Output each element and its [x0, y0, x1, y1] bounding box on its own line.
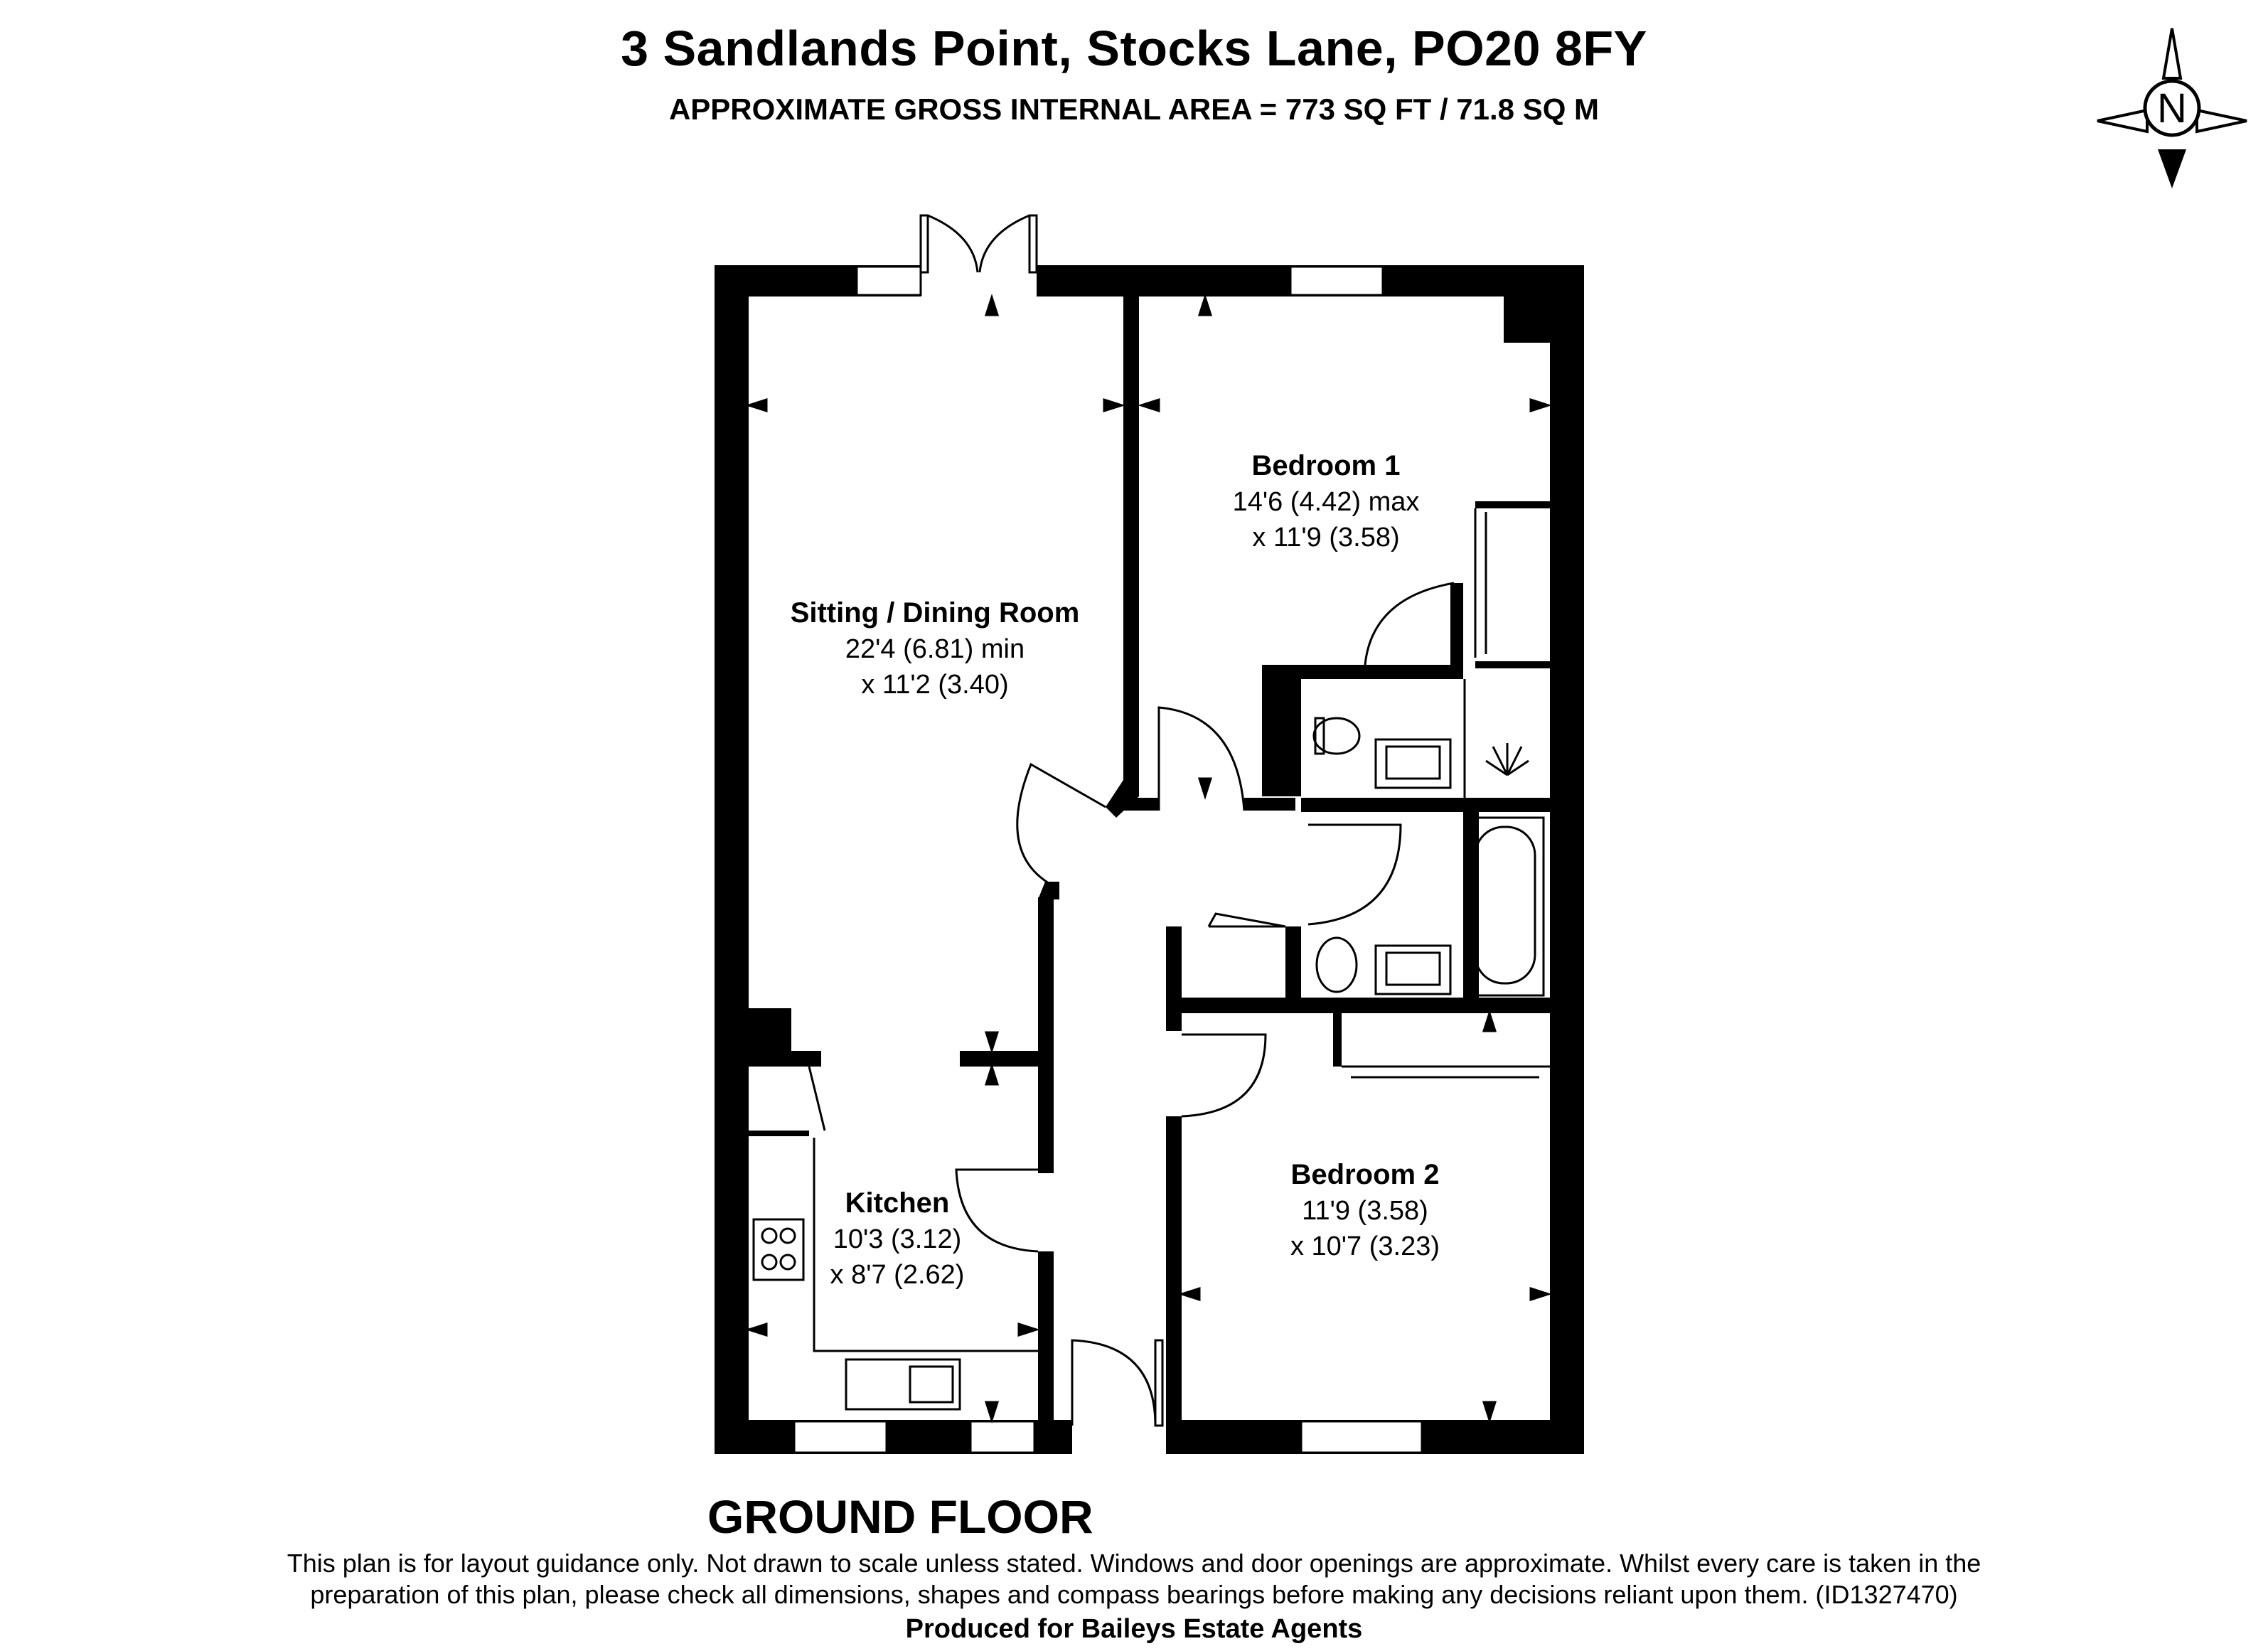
bedroom2-name: Bedroom 2 — [1291, 1159, 1440, 1190]
sitting-dim2: x 11'2 (3.40) — [861, 670, 1008, 700]
floor-label: GROUND FLOOR — [707, 1490, 1093, 1543]
dimension-markers — [745, 294, 1552, 1423]
fixtures — [752, 679, 1545, 1411]
produced-for: Produced for Baileys Estate Agents — [905, 1614, 1363, 1644]
bedroom2-dim1: 11'9 (3.58) — [1302, 1196, 1428, 1226]
disclaimer-line-1: This plan is for layout guidance only. N… — [287, 1549, 1981, 1578]
bedroom1-name: Bedroom 1 — [1252, 450, 1401, 481]
kitchen-name: Kitchen — [845, 1187, 950, 1219]
compass-icon: N — [2097, 28, 2247, 188]
bedroom1-dim2: x 11'9 (3.58) — [1252, 523, 1399, 552]
page-title: 3 Sandlands Point, Stocks Lane, PO20 8FY — [621, 21, 1647, 76]
sitting-dim1: 22'4 (6.81) min — [845, 634, 1025, 664]
kitchen-dim1: 10'3 (3.12) — [833, 1224, 961, 1254]
disclaimer-line-2: preparation of this plan, please check a… — [310, 1580, 1958, 1609]
windows — [793, 265, 1423, 1454]
kitchen-dim2: x 8'7 (2.62) — [830, 1260, 965, 1290]
area-subtitle: APPROXIMATE GROSS INTERNAL AREA = 773 SQ… — [668, 92, 1600, 126]
bedroom2-dim2: x 10'7 (3.23) — [1290, 1231, 1440, 1261]
sitting-name: Sitting / Dining Room — [791, 597, 1080, 629]
bedroom1-dim1: 14'6 (4.42) max — [1233, 487, 1420, 517]
compass-letter: N — [2157, 85, 2187, 132]
french-doors — [919, 214, 1038, 274]
room-labels: Bedroom 1 14'6 (4.42) max x 11'9 (3.58) … — [791, 450, 1440, 1290]
door-swings — [808, 508, 1550, 1427]
